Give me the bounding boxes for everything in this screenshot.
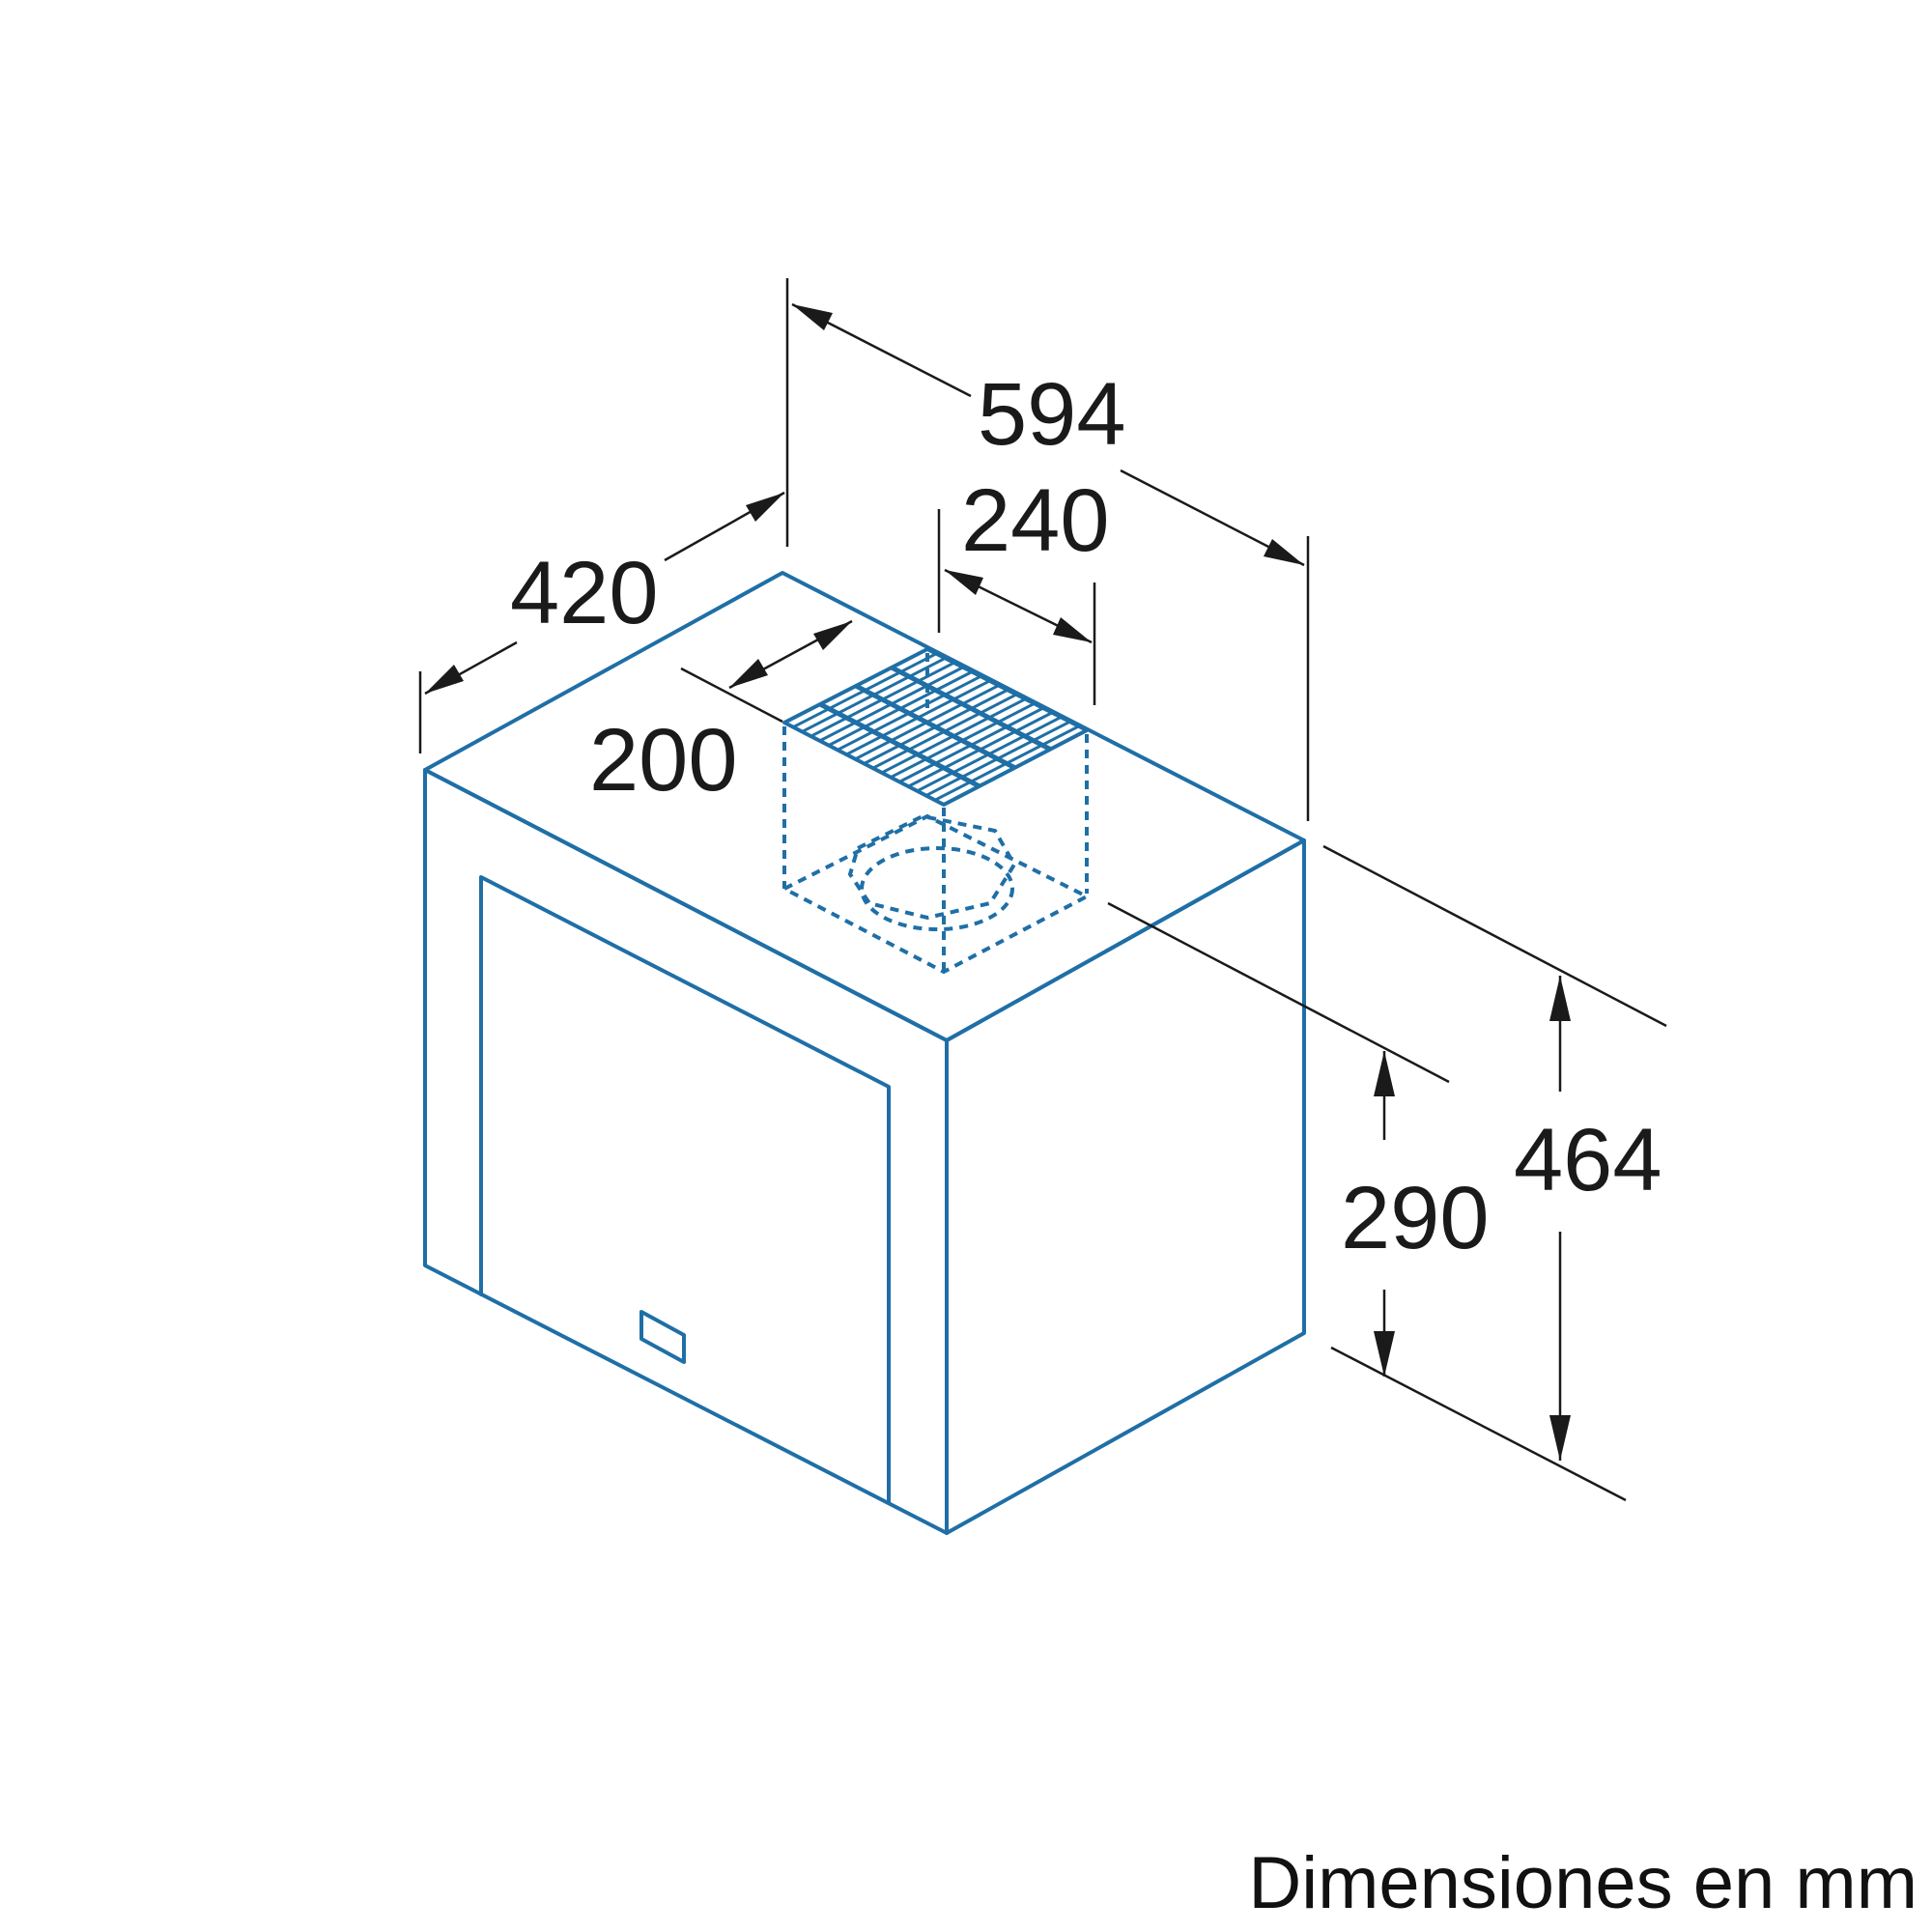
dim-594-arrow-right [1264,539,1304,565]
label-front-height: 290 [1341,1169,1490,1267]
dim-200-arrow-right [813,621,852,650]
front-panel [479,875,891,1505]
label-total-height: 464 [1514,1111,1662,1209]
duct-ring [847,813,1017,921]
duct-collar [860,846,1014,931]
grille-slats [792,652,1079,802]
left-face [423,768,949,1535]
label-outlet-width: 240 [961,471,1110,570]
label-depth: 420 [510,544,659,642]
units-caption: Dimensiones en mm [1248,1842,1918,1924]
control-button [639,1310,686,1364]
grille-divider [818,701,981,789]
ext-middle [1107,901,1450,1084]
dim-464-arrow-up [1549,976,1571,1021]
dim-240-arrow-left [945,570,983,595]
right-face [945,838,1306,1535]
grille-divider [890,665,1053,753]
dim-200-arrow-left [729,659,768,688]
label-width: 594 [978,365,1126,464]
dim-594-arrow-left [792,304,833,330]
dim-290-arrow-down [1374,1331,1395,1377]
hidden-duct [780,653,1092,975]
ext-grille-depth [680,667,783,724]
dim-420-arrow-left [425,665,464,694]
grille-divider [854,683,1017,771]
hood-body [423,571,1306,1535]
dimension-labels: 594 420 240 200 290 464 [510,365,1662,1267]
label-outlet-depth: 200 [589,711,738,810]
dimension-lines [418,278,1667,1502]
ext-top-right-corner [1322,844,1667,1028]
top-face [423,571,1306,1042]
duct-base [780,813,1092,975]
dim-420-arrow-right [746,493,784,522]
dim-290-arrow-up [1374,1051,1395,1096]
dim-240-arrow-right [1053,617,1092,642]
outlet-grille [782,647,1089,807]
dim-464-arrow-down [1549,1415,1571,1461]
ext-bottom [1330,1346,1627,1502]
